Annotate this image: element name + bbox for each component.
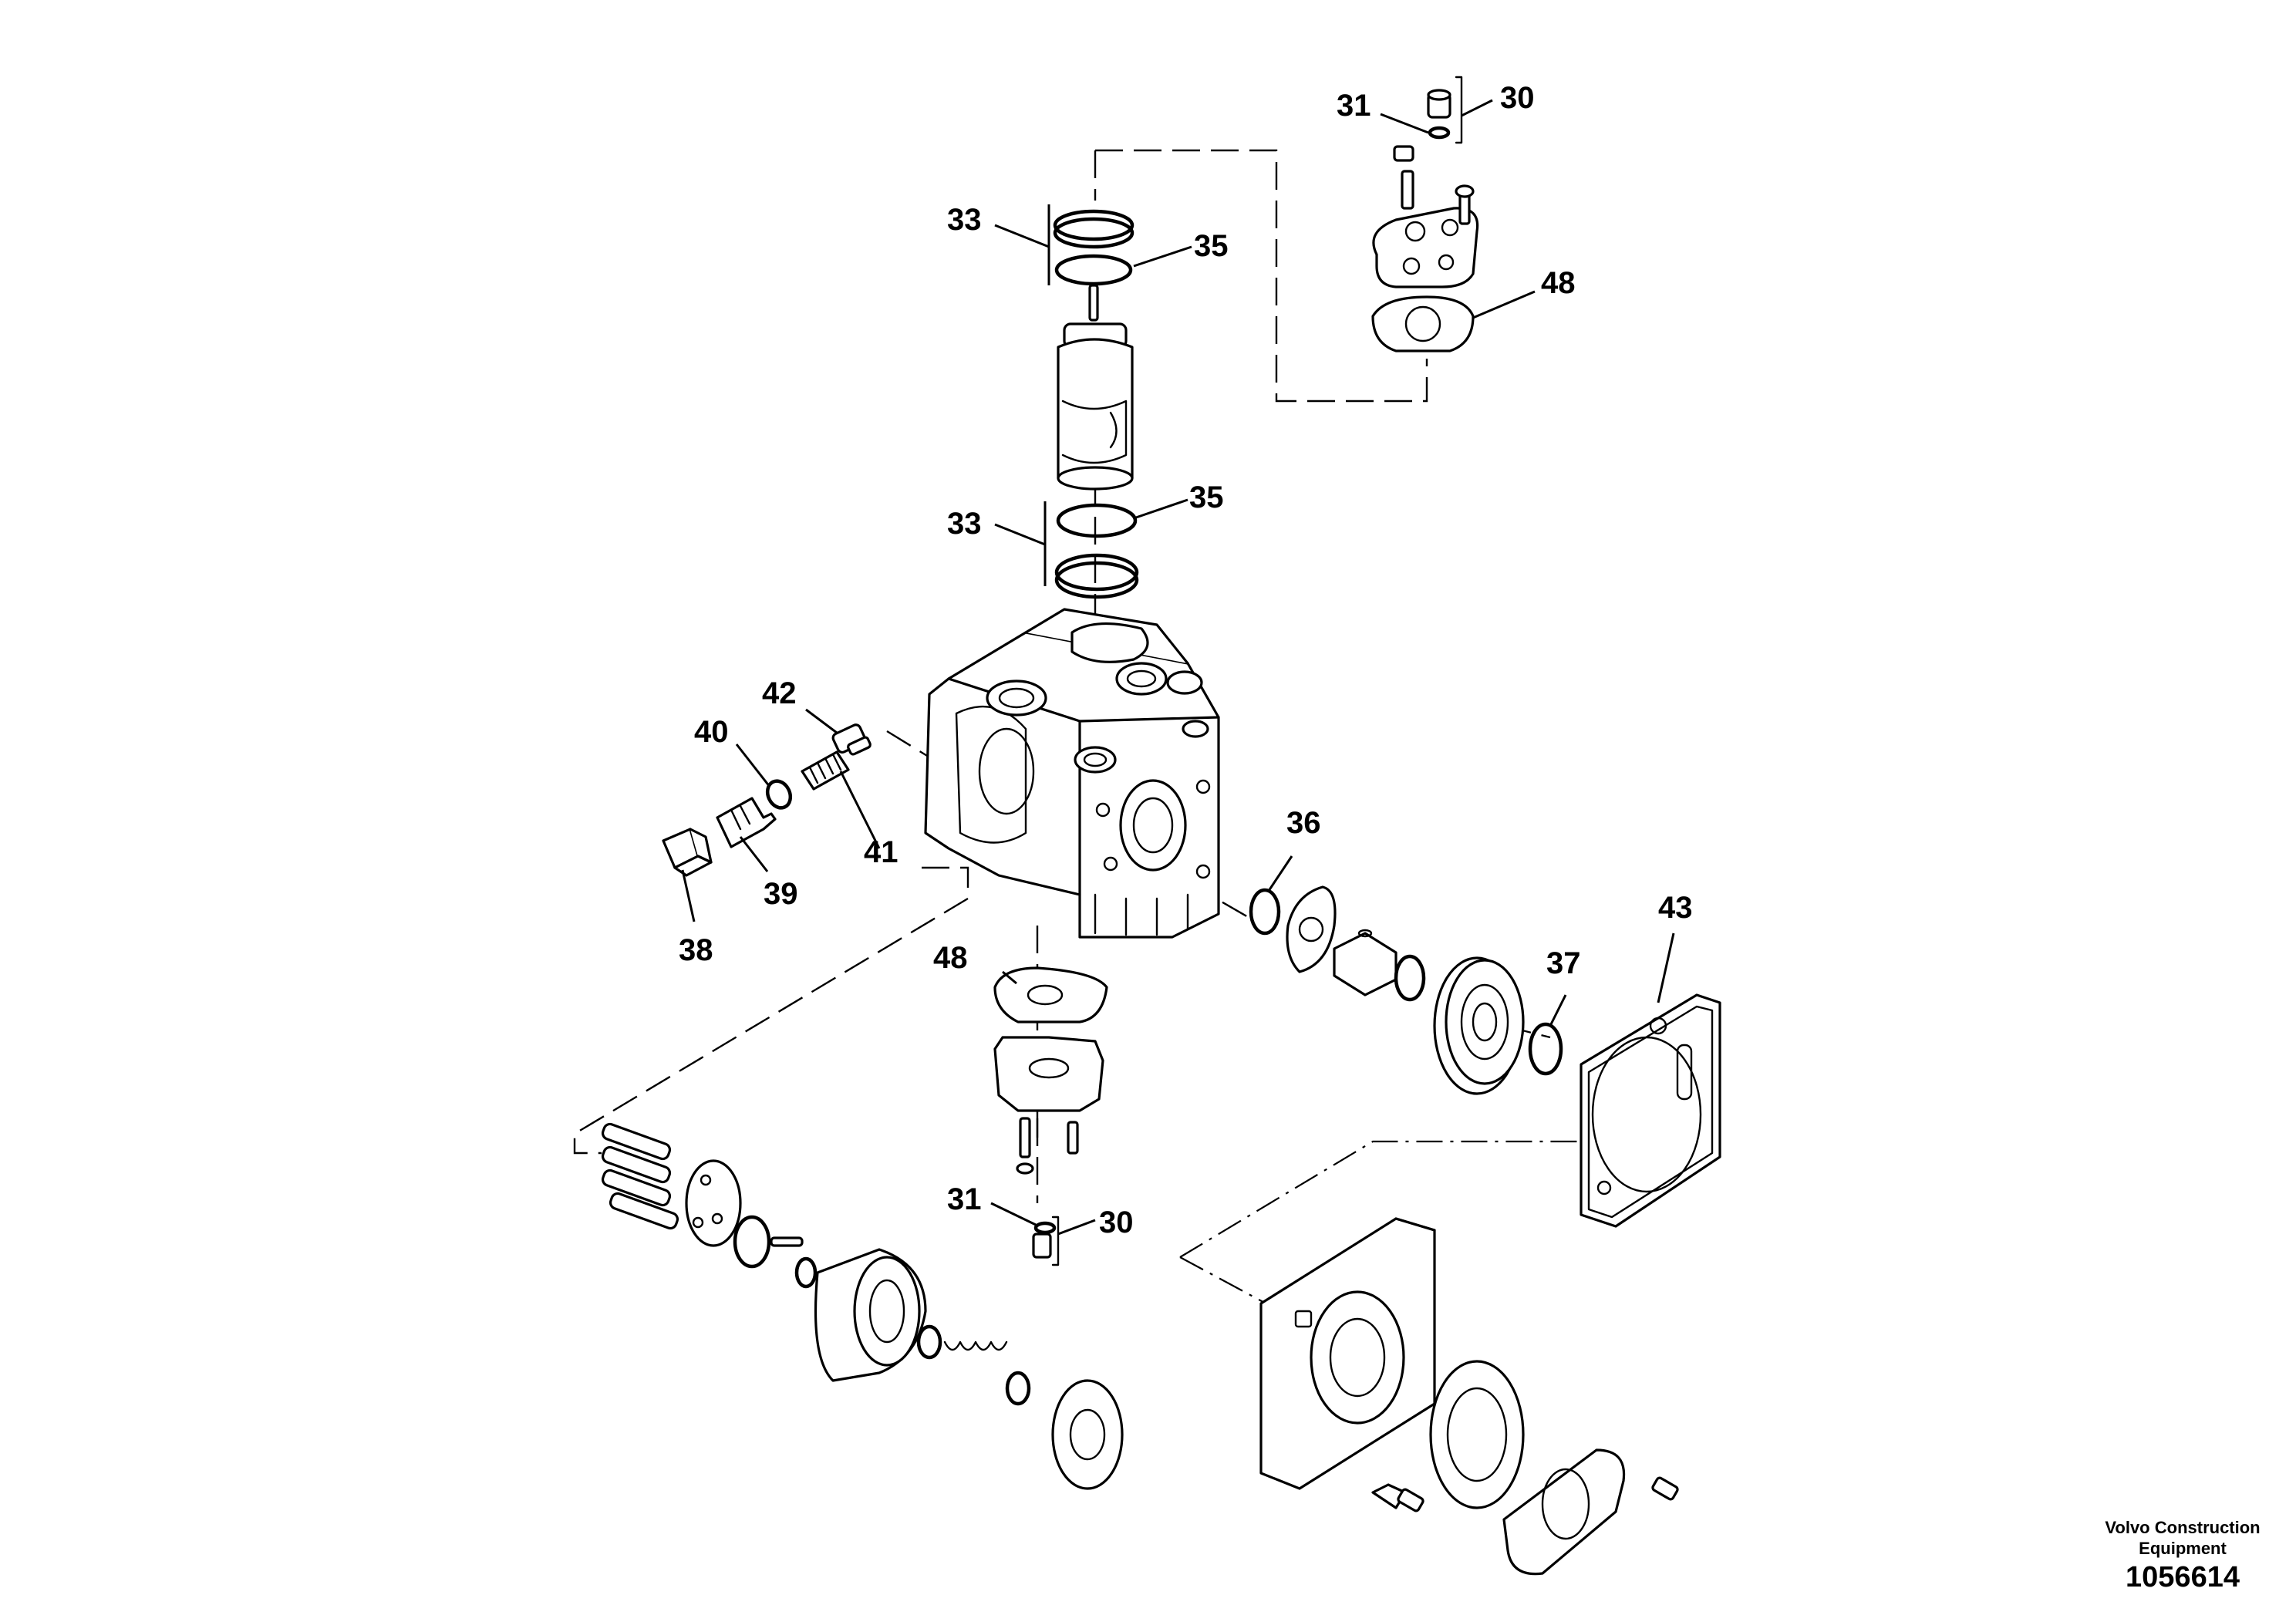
callout-35-lower: 35 [1189, 481, 1224, 514]
top-cover-plate-assembly [1371, 76, 1479, 352]
illustration-number: 1056614 [2126, 1561, 2240, 1593]
callout-36: 36 [1286, 806, 1321, 840]
callout-37: 37 [1546, 946, 1581, 980]
callout-39: 39 [764, 877, 798, 911]
charge-pump-parts [1249, 885, 1563, 1095]
pump-housing [924, 608, 1220, 939]
callout-35-upper: 35 [1194, 229, 1229, 263]
publisher-name-line2: Equipment [2139, 1539, 2227, 1558]
callout-48-top: 48 [1541, 266, 1576, 300]
lower-cover-plate-assembly [993, 966, 1108, 1266]
callout-43: 43 [1658, 891, 1693, 925]
filter-cartridge-assembly [1053, 209, 1139, 599]
callout-40: 40 [694, 715, 729, 749]
gasket-43 [1580, 993, 1721, 1228]
callout-31-bottom: 31 [947, 1182, 982, 1216]
callout-33-lower: 33 [947, 507, 982, 541]
relief-valve-parts [662, 723, 872, 877]
callout-33-upper: 33 [947, 203, 982, 237]
callout-31-top: 31 [1337, 89, 1371, 123]
publisher-name-line1: Volvo Construction [2105, 1518, 2261, 1537]
rotating-group [601, 1122, 1124, 1490]
callout-38: 38 [679, 933, 713, 967]
callout-30-bottom: 30 [1099, 1206, 1134, 1239]
callout-labels: 31 30 33 35 48 33 35 42 40 41 39 38 36 4… [679, 81, 1693, 1239]
callout-leaders [681, 99, 1675, 1236]
callout-41: 41 [864, 835, 899, 869]
callout-48-mid: 48 [933, 941, 968, 975]
end-cap-assembly [1259, 1217, 1679, 1576]
callout-42: 42 [762, 676, 797, 710]
callout-30-top: 30 [1500, 81, 1535, 115]
